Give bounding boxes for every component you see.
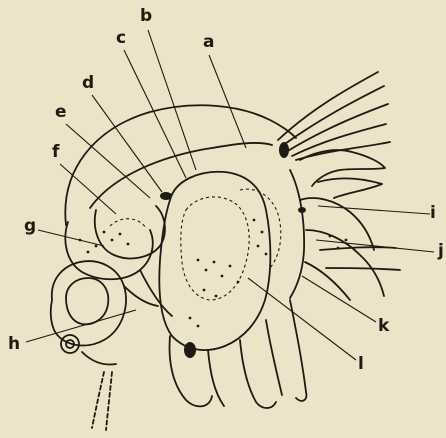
lower-limb-2	[208, 350, 224, 406]
lower-limb-4	[266, 320, 282, 395]
head-inner	[66, 278, 108, 324]
leader-j	[316, 240, 434, 252]
label-b: b	[140, 8, 152, 25]
antennule-1	[92, 372, 104, 428]
organ-outline-2	[240, 189, 281, 268]
head-outline	[51, 261, 126, 345]
inner-dorsal-outline	[90, 143, 272, 208]
label-f: f	[52, 144, 59, 161]
lower-limb-3	[240, 340, 276, 408]
leader-a	[209, 55, 246, 148]
lower-limb-5	[290, 300, 306, 401]
right-fringe	[320, 247, 396, 250]
label-e: e	[55, 104, 67, 121]
segment-1	[140, 270, 172, 316]
dark-spot-a	[279, 142, 289, 158]
dark-spot-d	[160, 192, 172, 200]
label-k: k	[378, 318, 389, 335]
label-i: i	[430, 205, 436, 222]
upper-appendage-2	[318, 178, 382, 198]
label-j: j	[438, 243, 444, 260]
leader-i	[318, 206, 430, 214]
dark-spot-i	[298, 207, 306, 213]
label-h: h	[8, 336, 20, 353]
right-plate	[290, 170, 304, 298]
spine-2	[282, 86, 384, 146]
dark-spot-lower	[184, 342, 196, 358]
dorsal-outline	[65, 105, 296, 225]
right-fringe-2	[326, 268, 400, 270]
organ-outline-3	[110, 219, 146, 228]
label-a: a	[203, 34, 214, 51]
mouth-line	[82, 352, 116, 365]
label-l: l	[358, 356, 364, 373]
label-c: c	[116, 30, 126, 47]
leader-k	[302, 276, 376, 322]
leader-e	[66, 124, 150, 198]
label-g: g	[24, 218, 36, 235]
segment-2	[124, 286, 158, 306]
leader-l	[248, 278, 356, 360]
label-d: d	[82, 75, 94, 92]
leader-g	[38, 230, 104, 246]
antennule-2	[106, 372, 112, 430]
organ-outline-1	[181, 197, 249, 300]
